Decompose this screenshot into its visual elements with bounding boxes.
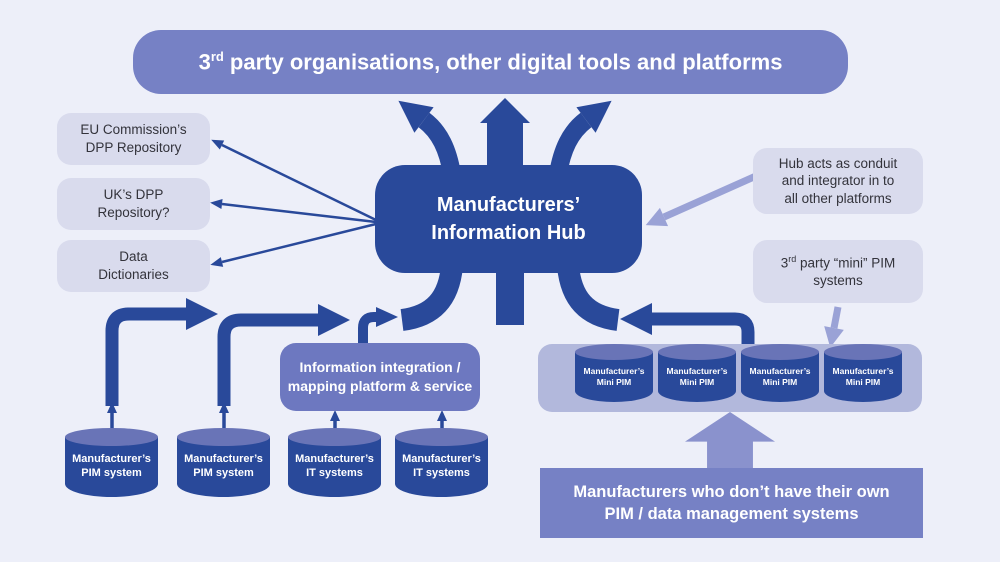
conduit-note-to-hub-arrow [645,172,758,227]
hub-left-fan-arrow-2 [210,199,388,227]
eu-dpp-repository-box: EU Commission’s DPP Repository [57,113,210,165]
box-label-line: Data [119,249,148,265]
pim2-to-hub-pipe-arrow [217,304,350,406]
hub-bottom-left-arm [400,264,463,331]
hub-left-fan-arrow-1 [211,139,387,226]
hub-label-line: Information Hub [431,222,586,244]
integration-to-hub-arrow [358,307,398,346]
third-party-mini-pim-box: 3rd party “mini” PIM systems [753,240,923,303]
note-line: and integrator in to [781,173,895,189]
hub-down-stem [496,268,524,325]
box-label-line: Dictionaries [98,267,169,282]
note-line: Hub acts as conduit [778,155,898,171]
banner-label: 3rd party organisations, other digital t… [198,48,783,75]
manufacturers-information-hub: Manufacturers’ Information Hub [375,165,642,273]
data-dictionaries-box: Data Dictionaries [57,240,210,292]
minipim-to-hub-pipe-arrow [620,303,755,346]
box-label-line: PIM / data management systems [604,505,859,523]
uk-dpp-repository-box: UK’s DPP Repository? [57,178,210,230]
note-line: all other platforms [784,190,892,206]
box-label-line: Repository? [97,205,170,220]
hub-conduit-note-box: Hub acts as conduit and integrator in to… [753,148,923,214]
box-label-line: EU Commission’s [80,122,187,138]
hub-left-fan-arrow-3 [210,219,388,267]
hub-bottom-right-arm [557,264,620,331]
nonpim-manufacturers-box: Manufacturers who don’t have their own P… [540,468,923,538]
hub-to-platforms-up-arrow [480,98,530,170]
note-line: 3rd party “mini” PIM [780,253,896,271]
third-party-platforms-banner: 3rd party organisations, other digital t… [133,30,848,94]
pim1-to-hub-pipe-arrow [105,298,218,406]
box-label-line: UK’s DPP [103,187,164,203]
box-label-line: mapping platform & service [287,378,473,394]
box-label-line: Information integration / [299,359,461,376]
hub-label-line: Manufacturers’ [436,194,581,216]
box-label-line: Manufacturers who don’t have their own [573,482,890,501]
note-line: systems [813,272,863,288]
integration-mapping-box: Information integration / mapping platfo… [280,343,480,411]
box-label-line: DPP Repository [85,140,182,155]
minipim-note-to-container-arrow [824,306,844,348]
